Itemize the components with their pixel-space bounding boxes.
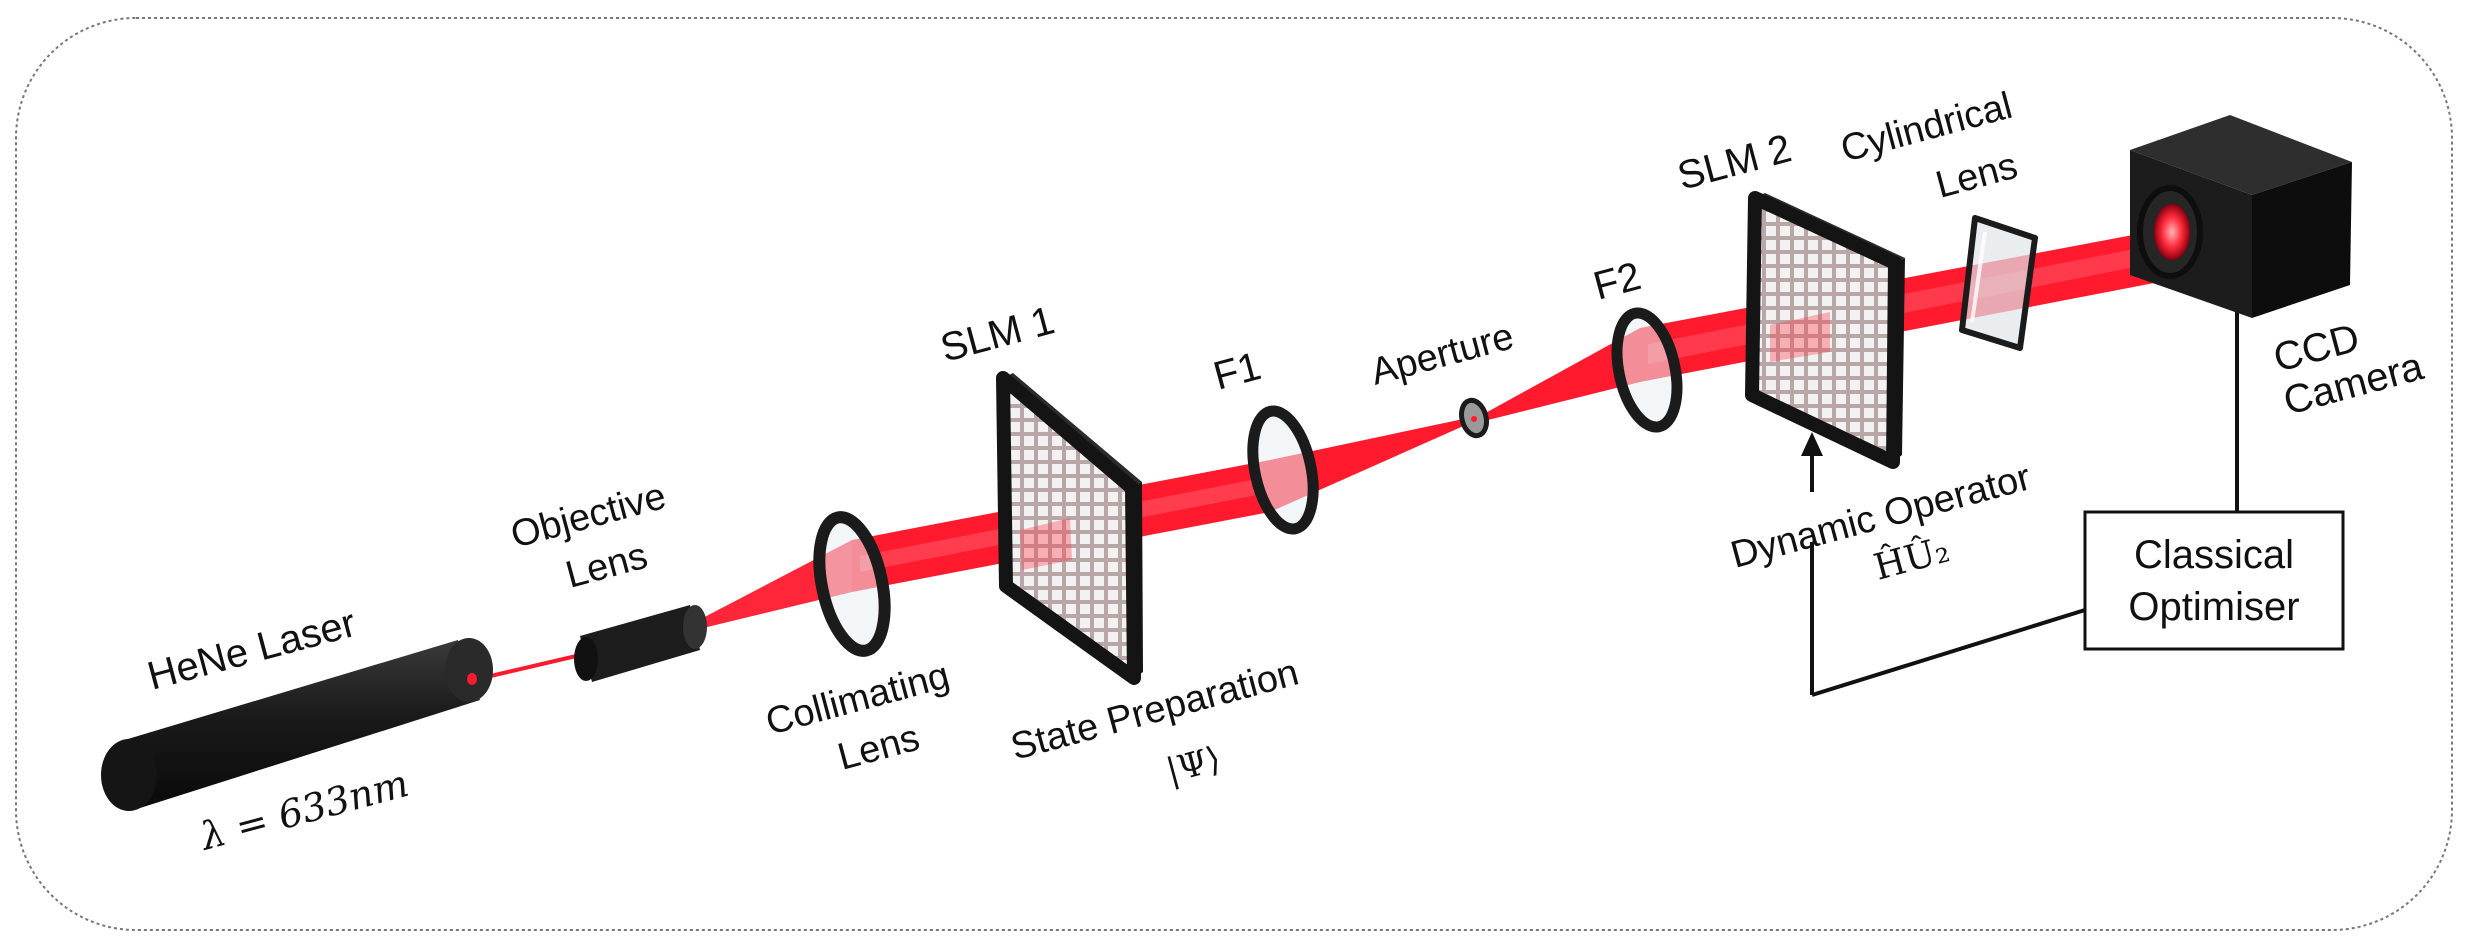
collimating-lens: [813, 511, 891, 657]
laser-beam: [464, 228, 2170, 684]
laser-output-aperture: [467, 673, 477, 685]
cylindrical-label-line2: Lens: [1931, 145, 2021, 207]
cylindrical-lens-shine: [1970, 231, 1987, 323]
classical-optimiser-box: [2083, 510, 2345, 651]
slm1-label: SLM 1: [936, 298, 1059, 370]
optimiser-to-loop-wire: [1811, 608, 2086, 697]
ring-lens-icon: [1611, 307, 1683, 433]
objective-back-face: [574, 637, 598, 681]
f1-lens: [1247, 405, 1319, 535]
slm-panel-icon: [996, 371, 1141, 685]
state-prep-label-line2: |Ψ⟩: [1162, 739, 1225, 792]
ring-lens-icon: [813, 511, 891, 657]
collimating-label-line2: Lens: [833, 717, 923, 779]
optimiser-label-line2: Optimiser: [2128, 585, 2299, 629]
objective-body: [580, 605, 700, 682]
beam-focusing-cone: [1270, 418, 1468, 512]
laser-body: [118, 640, 480, 808]
objective-label-line2: Lens: [561, 535, 651, 597]
f1-label: F1: [1209, 344, 1265, 399]
aperture: [1459, 397, 1489, 439]
slm2: [1745, 191, 1905, 469]
camera-side-face: [2252, 162, 2352, 318]
slm2-label: SLM 2: [1673, 126, 1796, 198]
slm1-beam-spot: [1020, 518, 1072, 570]
ring-lens-icon: [1247, 405, 1319, 535]
cylindrical-lens-icon: [1959, 215, 2038, 351]
beam-diverging-cone: [1480, 328, 1640, 422]
beam-expanding-cone: [695, 540, 852, 630]
aperture-pinhole: [1471, 416, 1477, 422]
slm2-beam-spot: [1770, 312, 1830, 362]
optimiser-label-line1: Classical: [2134, 533, 2294, 577]
arrow-head-icon: [1801, 432, 1823, 456]
slm-panel-icon: [1745, 191, 1902, 469]
state-prep-label-line1: State Preparation: [1006, 652, 1303, 769]
f2-lens: [1611, 307, 1683, 433]
camera-top-face: [2130, 115, 2352, 195]
objective-label-line1: Objective: [506, 475, 670, 557]
ccd-camera-icon: [2130, 115, 2352, 318]
objective-lens-icon: [574, 605, 707, 682]
laser-front-cap: [445, 638, 493, 702]
diagram-frame: [15, 17, 2453, 931]
slm1: [996, 371, 1143, 685]
aperture-label: Aperture: [1366, 315, 1518, 393]
laser-back-cap: [101, 739, 157, 811]
feedback-wiring: [1810, 310, 2239, 697]
collimating-label-line1: Collimating: [761, 654, 953, 743]
f2-label: F2: [1589, 254, 1645, 309]
hene-laser: [101, 638, 493, 811]
objective-front-face: [683, 605, 707, 649]
camera-sensor-glow: [2154, 204, 2190, 260]
cylindrical-lens: [1959, 215, 2038, 351]
